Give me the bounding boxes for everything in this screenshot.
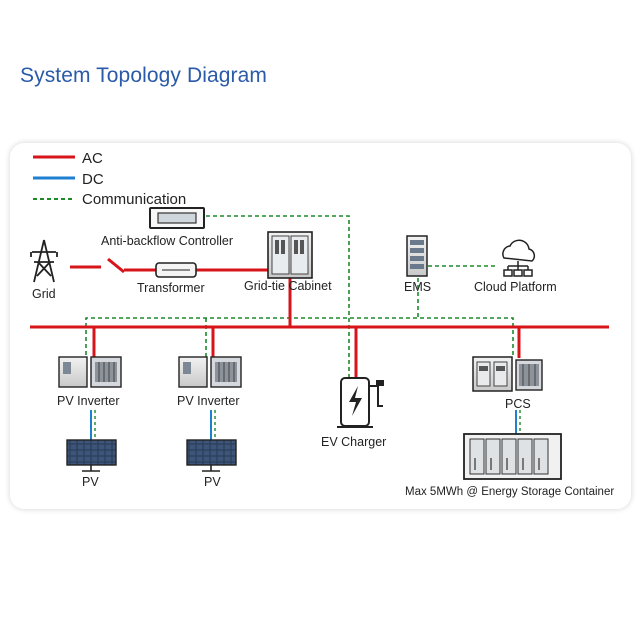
- ev-charger-label: EV Charger: [321, 435, 386, 449]
- comm-controller-line: [206, 215, 350, 380]
- cloud-icon: [502, 239, 536, 277]
- pv-inverter-1-label: PV Inverter: [57, 394, 120, 408]
- cloud-platform-label: Cloud Platform: [474, 280, 557, 294]
- pcs-icon: [472, 356, 543, 392]
- pv-inverter-2-icon: [178, 356, 242, 388]
- grid-tie-cabinet-label: Grid-tie Cabinet: [244, 279, 332, 293]
- pv-2-label: PV: [204, 475, 221, 489]
- ems-icon: [406, 235, 428, 277]
- storage-container-icon: [463, 433, 562, 480]
- dc-lines: [90, 410, 517, 440]
- pv-inverter-2-label: PV Inverter: [177, 394, 240, 408]
- transformer-label: Transformer: [137, 281, 205, 295]
- anti-backflow-label: Anti-backflow Controller: [101, 234, 233, 248]
- page-title: System Topology Diagram: [20, 64, 268, 87]
- transformer-icon: [155, 262, 197, 278]
- legend-comm-label: Communication: [82, 191, 186, 208]
- legend: AC DC Communication: [33, 150, 186, 208]
- pcs-label: PCS: [505, 397, 531, 411]
- grid-label: Grid: [32, 287, 56, 301]
- comm-bus-line: [85, 317, 514, 362]
- grid-tower-icon: [30, 239, 58, 283]
- pv-panel-2-icon: [186, 439, 237, 472]
- ems-label: EMS: [404, 280, 431, 294]
- dc-pv-parallel: [94, 410, 521, 440]
- storage-container-label: Max 5MWh @ Energy Storage Container: [405, 486, 614, 498]
- ac-breaker-switch: [107, 257, 125, 274]
- pv-panel-1-icon: [66, 439, 117, 472]
- pv-1-label: PV: [82, 475, 99, 489]
- anti-backflow-controller: Anti-backflow Controller: [101, 207, 233, 248]
- ac-lines: [30, 257, 609, 378]
- legend-dc-label: DC: [82, 171, 104, 188]
- ev-charger-icon: [337, 377, 384, 428]
- legend-ac-label: AC: [82, 150, 103, 167]
- pv-inverter-1-icon: [58, 356, 122, 388]
- communication-lines: [85, 215, 514, 380]
- grid-tie-cabinet-icon: [267, 231, 313, 279]
